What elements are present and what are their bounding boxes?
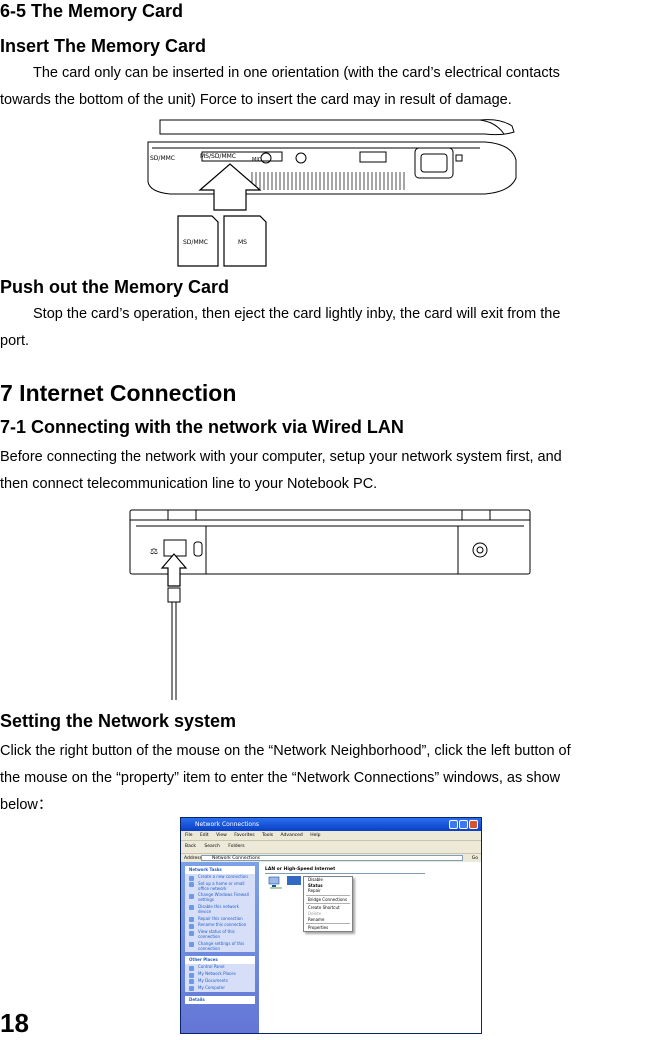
menu-edit: Edit bbox=[199, 833, 209, 838]
setting-line-2: the mouse on the “property” item to ente… bbox=[0, 770, 561, 786]
context-menu-item: Bridge Connections bbox=[308, 896, 348, 902]
ms-card-icon bbox=[223, 215, 267, 267]
insert-card-line-1: The card only can be inserted in one ori… bbox=[33, 65, 560, 81]
close-icon bbox=[469, 820, 478, 829]
setting-line-1: Click the right button of the mouse on t… bbox=[0, 743, 571, 759]
place-item: My Computer bbox=[185, 985, 255, 992]
card-label-sd-mmc: SD/MMC bbox=[183, 239, 208, 246]
lan-group-header: LAN or High-Speed Internet bbox=[265, 867, 425, 874]
task-item: Repair this connection bbox=[185, 916, 255, 923]
task-item: View status of this connection bbox=[185, 929, 255, 941]
task-item: Disable this network device bbox=[185, 904, 255, 916]
place-item: My Documents bbox=[185, 978, 255, 985]
task-pane: Network Tasks Create a new connection Se… bbox=[181, 862, 259, 1033]
network-connection-icon bbox=[268, 876, 282, 889]
toolbar-back: Back bbox=[185, 844, 196, 849]
section-title: 6-5 The Memory Card bbox=[0, 1, 184, 21]
card-label-ms: MS bbox=[238, 239, 247, 246]
context-menu-item: Repair bbox=[308, 888, 321, 894]
sd-mmc-card-icon bbox=[177, 215, 219, 267]
menu-file: File bbox=[185, 833, 193, 838]
maximize-icon bbox=[459, 820, 468, 829]
task-item: Rename this connection bbox=[185, 922, 255, 929]
minimize-icon bbox=[449, 820, 458, 829]
task-item: Create a new connection bbox=[185, 874, 255, 881]
label-sd-mmc-side: SD/MMC bbox=[150, 155, 175, 162]
insert-card-line-2: towards the bottom of the unit) Force to… bbox=[0, 92, 512, 108]
menu-tools: Tools bbox=[262, 833, 274, 838]
label-ms-sd-mmc-slot: MS/SD/MMC bbox=[200, 153, 236, 160]
context-menu-item: Delete bbox=[308, 910, 322, 916]
setting-line-3: below： bbox=[0, 797, 53, 813]
toolbar-search: Search bbox=[204, 844, 220, 849]
details-panel: Details bbox=[185, 995, 255, 1004]
context-menu-item: Status bbox=[308, 882, 323, 888]
push-card-line-2: port. bbox=[0, 333, 30, 349]
menu-favorites: Favorites bbox=[234, 833, 255, 838]
push-card-paragraph: Stop the card’s operation, then eject th… bbox=[0, 301, 648, 355]
address-label: Address bbox=[184, 856, 202, 861]
setting-network-paragraph: Click the right button of the mouse on t… bbox=[0, 738, 648, 819]
menu-separator bbox=[306, 903, 350, 905]
details-header: Details bbox=[185, 995, 255, 1004]
task-item: Change Windows Firewall settings bbox=[185, 892, 255, 904]
setting-network-heading: Setting the Network system bbox=[0, 711, 237, 731]
subchapter-title: 7-1 Connecting with the network via Wire… bbox=[0, 417, 404, 437]
task-item: Set up a home or small office network bbox=[185, 881, 255, 893]
insert-card-paragraph: The card only can be inserted in one ori… bbox=[0, 60, 648, 114]
menu-help: Help bbox=[310, 833, 321, 838]
plug-arrow-icon bbox=[160, 553, 188, 587]
other-places-panel: Other Places Control Panel My Network Pl… bbox=[185, 956, 255, 992]
window-titlebar: Network Connections bbox=[181, 818, 481, 831]
context-menu-item: Disable bbox=[308, 877, 323, 882]
task-item: Change settings of this connection bbox=[185, 941, 255, 953]
address-field: Network Connections bbox=[201, 855, 463, 861]
network-intro-line-2: then connect telecommunication line to y… bbox=[0, 476, 378, 492]
network-connections-screenshot: Network Connections File Edit View Favor… bbox=[180, 817, 482, 1034]
chapter-title: 7 Internet Connection bbox=[0, 380, 237, 406]
connections-area: LAN or High-Speed Internet Disable Statu… bbox=[259, 862, 481, 1033]
menu-view: View bbox=[216, 833, 227, 838]
toolbar: Back Search Folders bbox=[181, 841, 481, 854]
menu-advanced: Advanced bbox=[280, 833, 303, 838]
address-bar: Address Network Connections Go bbox=[181, 854, 481, 863]
go-label: Go bbox=[471, 856, 478, 861]
context-menu-item: Properties bbox=[308, 925, 329, 931]
menu-bar: File Edit View Favorites Tools Advanced … bbox=[181, 831, 481, 841]
push-card-line-1: Stop the card’s operation, then eject th… bbox=[33, 306, 561, 322]
rj45-plug-icon bbox=[167, 587, 181, 603]
network-intro-paragraph: Before connecting the network with your … bbox=[0, 444, 648, 498]
menu-separator bbox=[306, 923, 350, 925]
network-intro-line-1: Before connecting the network with your … bbox=[0, 449, 562, 465]
toolbar-folders: Folders bbox=[228, 844, 245, 849]
insert-arrow-icon bbox=[198, 163, 262, 211]
network-tasks-panel: Network Tasks Create a new connection Se… bbox=[185, 866, 255, 953]
menu-separator bbox=[306, 894, 350, 896]
window-title: Network Connections bbox=[195, 821, 260, 828]
memory-card-figure: SD/MMC MS/SD/MMC MIC SD/MMC MS bbox=[147, 119, 517, 267]
place-item: My Network Places bbox=[185, 971, 255, 978]
other-places-header: Other Places bbox=[185, 956, 255, 965]
selected-connection-label bbox=[287, 876, 301, 885]
insert-card-heading: Insert The Memory Card bbox=[0, 36, 207, 56]
page-number: 18 bbox=[0, 1008, 29, 1038]
lan-symbol-icon: ⚖ bbox=[150, 547, 158, 557]
lan-port-figure: ⚖ bbox=[129, 509, 531, 700]
push-card-heading: Push out the Memory Card bbox=[0, 277, 230, 297]
context-menu: Disable Status Repair Bridge Connections… bbox=[303, 876, 353, 932]
place-item: Control Panel bbox=[185, 964, 255, 971]
label-mic: MIC bbox=[252, 157, 262, 163]
network-tasks-header: Network Tasks bbox=[185, 866, 255, 874]
context-menu-item: Create Shortcut bbox=[308, 905, 340, 911]
context-menu-item: Rename bbox=[308, 916, 325, 922]
